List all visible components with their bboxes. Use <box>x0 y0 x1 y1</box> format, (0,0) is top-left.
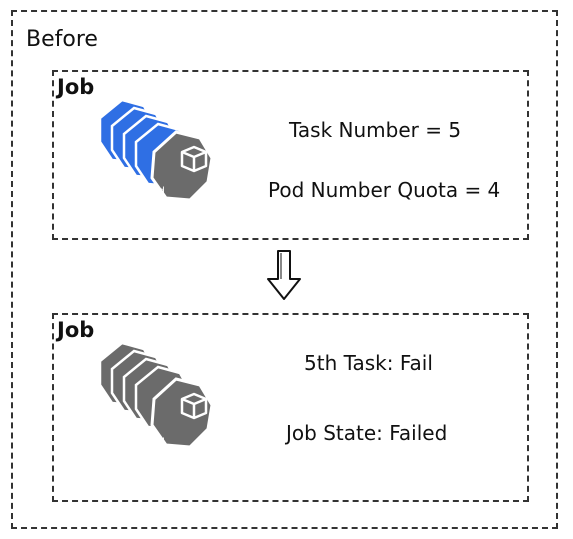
down-arrow-icon <box>267 250 301 300</box>
pod-label: pod <box>146 186 165 197</box>
job-label: Job <box>57 75 95 99</box>
task-status-text: 5th Task: Fail <box>304 351 433 375</box>
pod-label: pod <box>146 437 165 448</box>
pod-stack-icon <box>98 341 214 449</box>
job-box-before: Job pod Task Number = 5 Pod Number Quota… <box>52 70 529 240</box>
job-box-after: Job pod 5th Task: Fail Job State: Failed <box>52 313 529 502</box>
task-number-text: Task Number = 5 <box>289 118 462 142</box>
before-title: Before <box>26 27 98 52</box>
pod-quota-text: Pod Number Quota = 4 <box>268 178 501 202</box>
pod-stack-icon <box>98 98 214 202</box>
job-label: Job <box>57 318 95 342</box>
before-container <box>11 10 558 529</box>
job-state-text: Job State: Failed <box>286 421 448 445</box>
